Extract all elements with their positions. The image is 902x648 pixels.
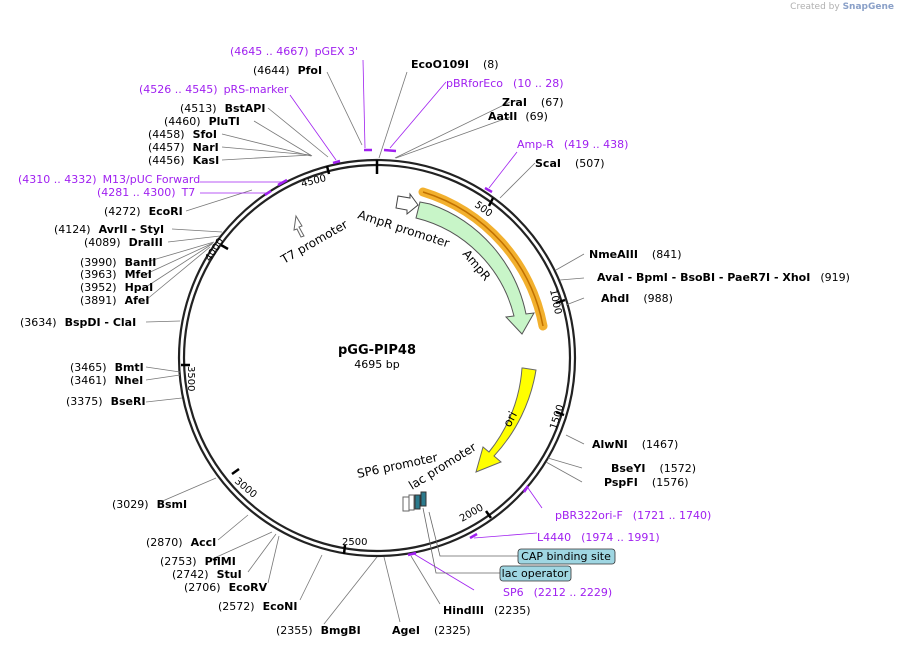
enzyme-label: (4644)PfoI [253, 64, 322, 77]
enzyme-label: PspFI(1576) [604, 476, 688, 489]
enzyme-label: (4457)NarI [148, 141, 219, 154]
primer-pbrforeco-label: pBRforEco(10 .. 28) [446, 77, 564, 90]
enzyme-label: (3465)BmtI [70, 361, 144, 374]
enzyme-label: (2355)BmgBI [276, 624, 361, 637]
plasmid-size: 4695 bp [354, 358, 399, 371]
enzyme-label: (3963)MfeI [80, 268, 152, 281]
credit-prefix: Created by [790, 2, 840, 12]
enzyme-label: (4272)EcoRI [104, 205, 183, 218]
cap-site-label: CAP binding site [521, 550, 611, 563]
primer-labels: (4645 .. 4667)pGEX 3' (4526 .. 4545)pRS-… [18, 45, 711, 599]
enzyme-label: (3375)BseRI [66, 395, 146, 408]
enzyme-label: BseYI(1572) [611, 462, 696, 475]
tick-1500: 1500 [548, 403, 566, 431]
amp-r-highlight-core [422, 191, 544, 327]
enzyme-label: EcoO109I(8) [411, 58, 499, 71]
primer-t7-label: (4281 .. 4300)T7 [97, 186, 195, 199]
enzyme-label: (2870)AccI [146, 536, 216, 549]
snapgene-credit: Created by SnapGene [790, 2, 894, 12]
enzyme-label: AvaI - BpmI - BsoBI - PaeR7I - XhoI(919) [597, 271, 850, 284]
enzyme-label: AhdI(988) [601, 292, 673, 305]
cap-site-box [517, 548, 616, 565]
ori-label: ori [500, 409, 520, 429]
enzyme-label: ScaI(507) [535, 157, 605, 170]
enzyme-label: (3952)HpaI [80, 281, 153, 294]
enzyme-labels-right: EcoO109I(8) ZraI(67) AatII(69) ScaI(507)… [392, 58, 850, 637]
sp6-promoter-arrow [402, 496, 410, 512]
tick-1000: 1000 [547, 288, 563, 315]
enzyme-labels-left: (4644)PfoI (2355)BmgBI (2572)EcoNI (2706… [20, 64, 361, 637]
enzyme-label: (3029)BsmI [112, 498, 187, 511]
tick-2500: 2500 [342, 537, 367, 548]
enzyme-label: NmeAIII(841) [589, 248, 682, 261]
feature-leader-lines [422, 507, 518, 574]
primer-marks [264, 148, 530, 557]
enzyme-label: (2572)EcoNI [218, 600, 297, 613]
enzyme-label: (2742)StuI [172, 568, 242, 581]
ori-arrow [475, 367, 537, 473]
enzyme-label: (3461)NheI [70, 374, 143, 387]
ampr-promoter-arrow [395, 192, 419, 216]
enzyme-label: (3891)AfeI [80, 294, 149, 307]
primer-l4440-label: L4440(1974 .. 1991) [537, 531, 660, 544]
enzyme-label: AgeI(2325) [392, 624, 471, 637]
enzyme-label: HindIII(2235) [443, 604, 531, 617]
primer-leader-lines [200, 59, 543, 591]
enzyme-label: (4458)SfoI [148, 128, 217, 141]
enzyme-label: (4460)PluTI [164, 115, 240, 128]
enzyme-label: (2753)PflMI [160, 555, 236, 568]
enzyme-label: (4456)KasI [148, 154, 219, 167]
primer-sp6-label: SP6(2212 .. 2229) [503, 586, 612, 599]
enzyme-label: (4124)AvrII - StyI [54, 223, 164, 236]
plasmid-name: pGG-PIP48 [338, 343, 416, 358]
tick-4500: 4500 [300, 173, 327, 190]
enzyme-label: ZraI(67) [502, 96, 564, 109]
primer-prs-marker-label: (4526 .. 4545)pRS-marker [139, 83, 289, 96]
t7-promoter-label: T7 promoter [278, 217, 350, 267]
enzyme-label: AlwNI(1467) [592, 438, 678, 451]
primer-pbr322ori-label: pBR322ori-F(1721 .. 1740) [555, 509, 711, 522]
lac-promoter-arrow [408, 494, 415, 511]
scale-ticks [181, 160, 566, 555]
lac-operator-box [499, 565, 572, 582]
tick-3500: 3500 [185, 366, 196, 391]
enzyme-label: (2706)EcoRV [184, 581, 268, 594]
t7-promoter-arrow [293, 214, 305, 238]
enzyme-label: (3634)BspDI - ClaI [20, 316, 136, 329]
enzyme-label: AatII(69) [488, 110, 548, 123]
enzyme-leader-lines [145, 71, 585, 625]
primer-amp-r-label: Amp-R(419 .. 438) [517, 138, 628, 151]
primer-pgex-label: (4645 .. 4667)pGEX 3' [230, 45, 358, 58]
lac-operator-label: lac operator [502, 567, 569, 580]
enzyme-label: (4089)DraIII [84, 236, 163, 249]
enzyme-label: (3990)BanII [80, 256, 156, 269]
snapgene-logo: SnapGene [842, 2, 894, 12]
primer-m13-label: (4310 .. 4332)M13/pUC Forward [18, 173, 200, 186]
ampr-gene-arrow [415, 201, 535, 335]
cap-site-marker [414, 494, 421, 510]
lac-operator-marker [420, 491, 427, 507]
enzyme-label: (4513)BstAPI [180, 102, 265, 115]
